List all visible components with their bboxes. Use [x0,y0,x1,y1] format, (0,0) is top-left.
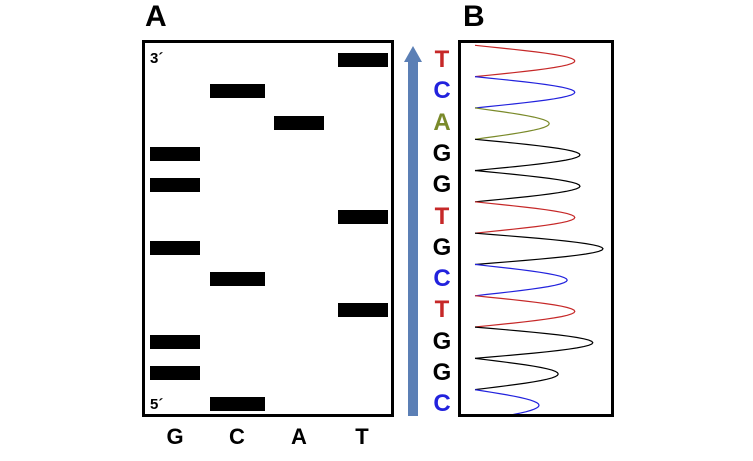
sequence-base-g: G [432,233,452,261]
sequence-base-c: C [433,265,451,293]
sequence-base-c: C [433,77,451,105]
lane-label-c: C [229,424,245,449]
gel-band-t [338,209,388,224]
sequence-base-t: T [434,46,450,73]
chromatogram-panel [458,40,614,417]
chromatogram-peak-t [474,201,576,234]
lane-label-g: G [166,424,184,449]
gel-panel [142,40,394,417]
panel-label-b: B [463,0,485,33]
chromatogram-trace [474,44,604,414]
chromatogram-peak-g [474,326,594,359]
gel-band-g [150,240,200,255]
panel-label-a: A [145,0,167,33]
arrow-head [404,46,422,62]
gel-band-g [150,178,200,193]
chromatogram-peak-t [474,44,576,78]
chromatogram-peak-a [474,107,550,140]
sequence-base-t: T [434,202,450,230]
sequence-base-c: C [433,390,451,418]
gel-band-g [150,334,200,349]
chromatogram-peak-c [474,263,568,297]
gel-band-a [274,115,324,130]
chromatogram-peak-c [474,389,540,414]
gel-band-c [210,397,265,412]
read-direction-arrow-icon [404,46,422,416]
lane-label-t: T [355,424,369,449]
lane-label-a: A [291,424,307,449]
gel-band-g [150,366,200,380]
gel-end-label-3prime: 3´ [150,50,164,67]
gel-band-g [150,146,200,161]
chromatogram-peak-g [474,232,604,266]
gel-band-c [210,84,265,99]
chromatogram-peak-c [474,76,576,109]
gel-band-t [338,53,388,67]
sequence-base-g: G [432,171,452,199]
sequence-base-g: G [432,359,452,386]
sequence-base-g: G [432,139,452,167]
chromatogram-peak-g [474,169,581,203]
gel-band-t [338,303,388,318]
chromatogram-peak-t [474,295,576,328]
chromatogram-peak-g [474,357,559,391]
sequence-base-a: A [433,108,451,136]
gel-end-label-5prime: 5´ [150,396,164,413]
sequence-base-t: T [434,296,450,324]
sequence-base-g: G [432,327,452,355]
gel-band-c [210,272,265,287]
arrow-shaft [408,58,418,416]
chromatogram-peak-g [474,138,581,172]
